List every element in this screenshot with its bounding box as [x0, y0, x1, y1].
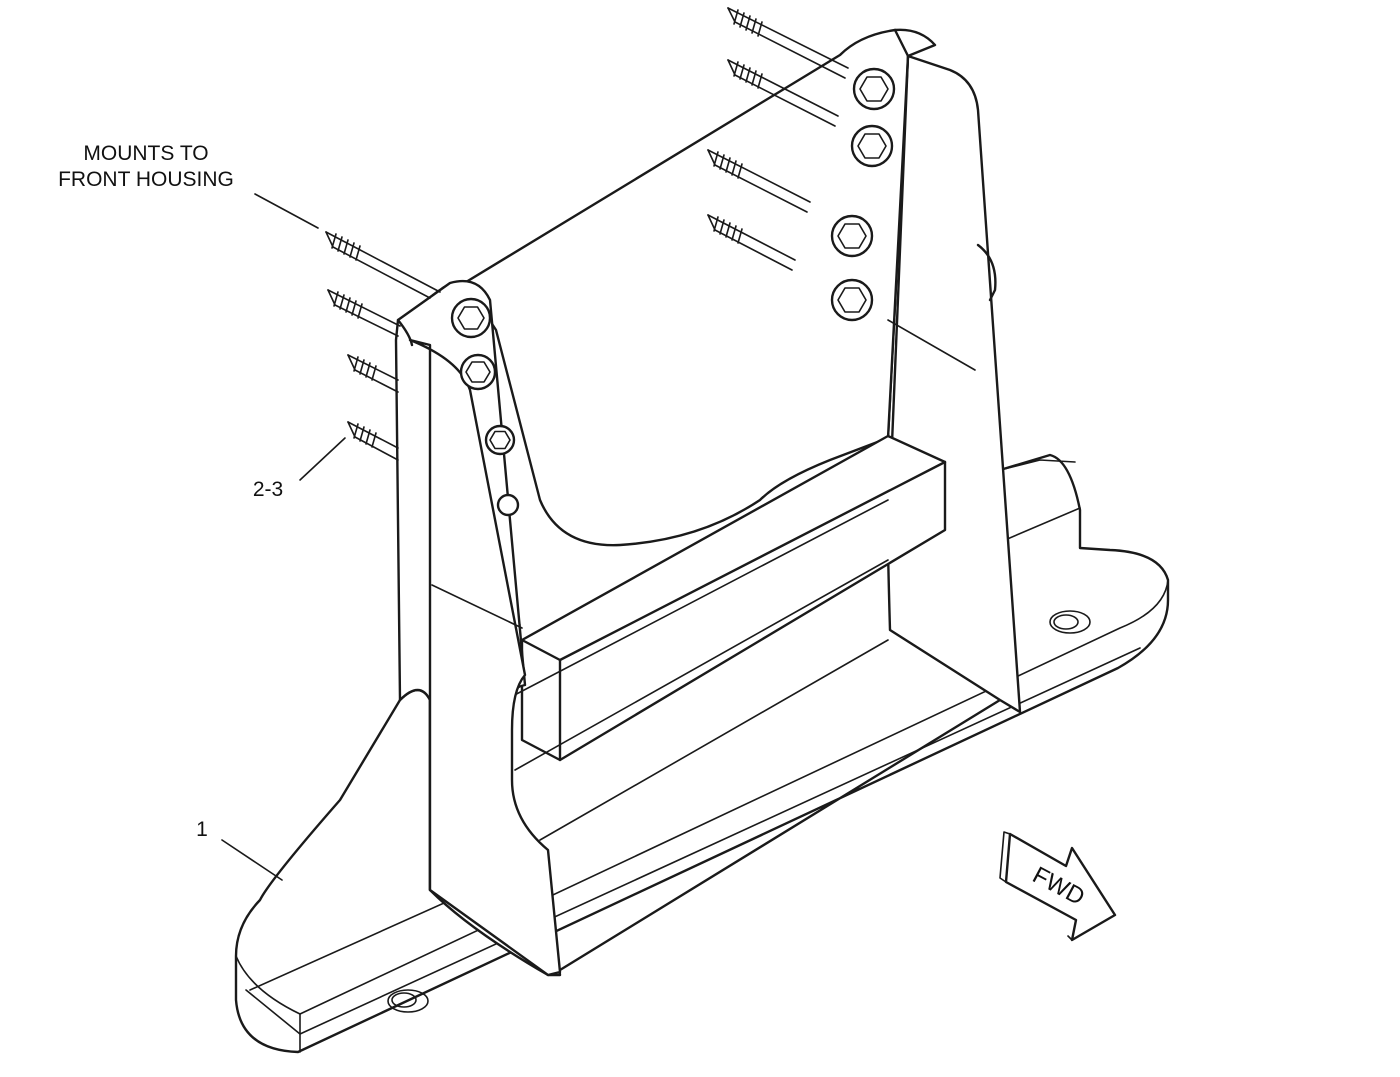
hex-bolt-icon — [496, 493, 520, 517]
callout-bolts: 2-3 — [253, 437, 346, 501]
leader-line — [254, 193, 319, 229]
callout-bolt-ref: 2-3 — [253, 478, 283, 501]
leader-line — [221, 839, 283, 881]
stud-rear-1 — [727, 7, 849, 79]
stud-front-1 — [325, 231, 441, 299]
callout-bracket: 1 — [196, 818, 283, 881]
callout-bracket-ref: 1 — [196, 818, 208, 841]
stud-front-3 — [347, 354, 399, 393]
mounting-studs — [325, 7, 849, 461]
stud-rear-3 — [707, 149, 811, 213]
hex-bolt-icon — [852, 67, 896, 111]
fwd-arrow-icon: FWD — [999, 831, 1117, 942]
stud-rear-4 — [707, 214, 796, 271]
hex-bolt-icon — [830, 278, 874, 322]
stud-rear-2 — [727, 59, 839, 127]
callout-mounts: MOUNTS TO FRONT HOUSING — [58, 142, 319, 229]
callout-mounts-line1: MOUNTS TO — [83, 142, 208, 165]
rear-upright — [418, 28, 1022, 714]
hex-bolts — [450, 67, 896, 517]
leader-line — [299, 437, 346, 481]
hex-bolt-icon — [459, 353, 497, 391]
hex-bolt-icon — [850, 124, 894, 168]
stud-front-4 — [347, 421, 399, 461]
callout-mounts-line2: FRONT HOUSING — [58, 168, 234, 191]
front-upright — [394, 279, 562, 977]
hex-bolt-icon — [450, 297, 492, 339]
hex-bolt-icon — [484, 424, 516, 456]
hex-bolt-icon — [830, 214, 874, 258]
cross-beam — [429, 434, 947, 841]
stud-front-2 — [327, 289, 401, 337]
